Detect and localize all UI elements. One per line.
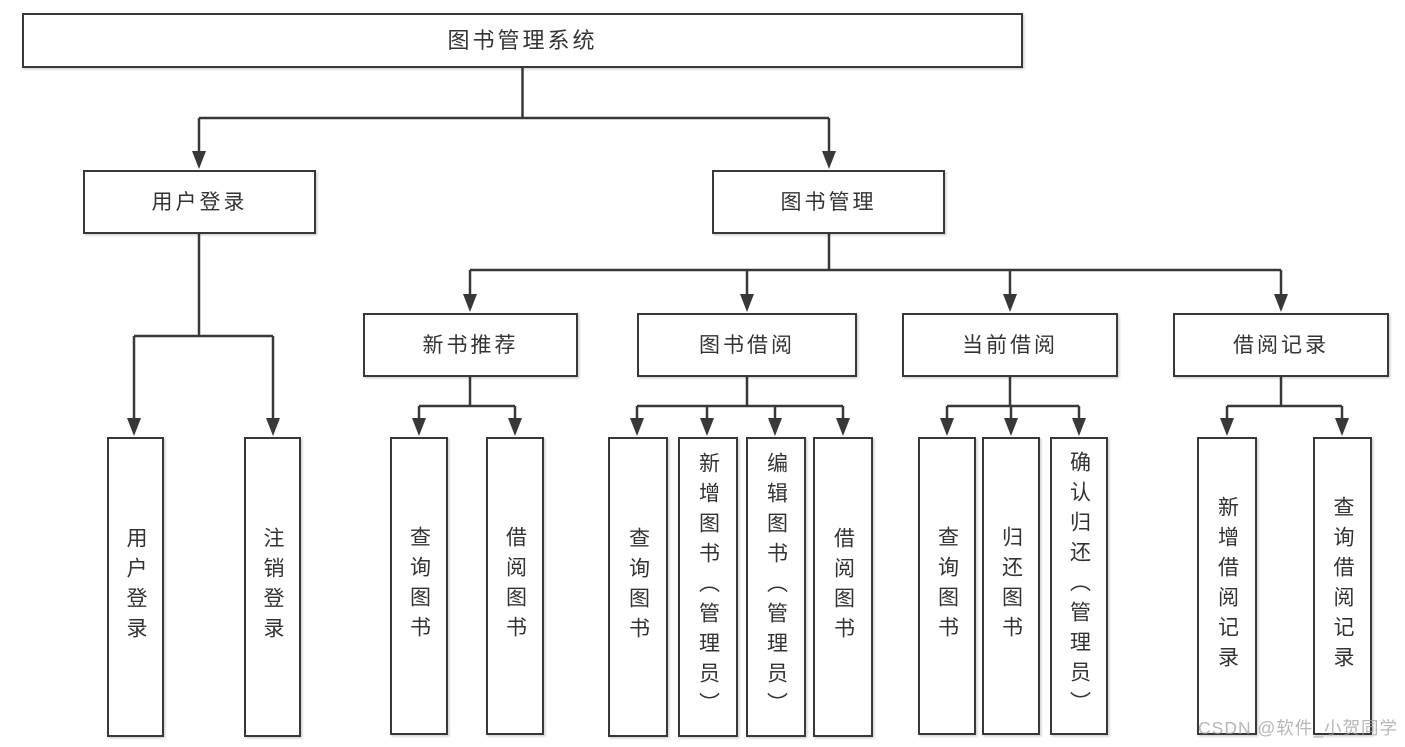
leaf-newbooks-borrow-books: 借阅图书 [486,437,544,735]
leaf-newbooks-query-books: 查询图书 [390,437,448,735]
leaf-records-add-record: 新增借阅记录 [1197,437,1257,735]
node-library-management-system: 图书管理系统 [22,13,1023,68]
leaf-borrow-query-books: 查询图书 [608,437,668,737]
node-user-login-branch: 用户登录 [83,170,316,234]
leaf-current-confirm-return-admin: 确认归还（管理员） [1050,437,1108,735]
node-book-management-branch: 图书管理 [712,170,945,234]
node-current-borrowing: 当前借阅 [902,313,1118,377]
leaf-logout: 注销登录 [244,437,301,737]
node-book-borrowing: 图书借阅 [637,313,857,377]
leaf-user-login: 用户登录 [107,437,164,737]
leaf-records-query-record: 查询借阅记录 [1313,437,1372,735]
leaf-borrow-edit-books-admin: 编辑图书（管理员） [746,437,806,737]
leaf-current-return-books: 归还图书 [982,437,1040,735]
node-new-book-recommend: 新书推荐 [363,313,578,377]
node-borrow-records: 借阅记录 [1173,313,1389,377]
csdn-watermark: CSDN @软件_小贺同学 [1198,718,1398,738]
leaf-current-query-books: 查询图书 [918,437,976,735]
leaf-borrow-borrow-books: 借阅图书 [813,437,873,737]
leaf-borrow-add-books-admin: 新增图书（管理员） [678,437,738,737]
